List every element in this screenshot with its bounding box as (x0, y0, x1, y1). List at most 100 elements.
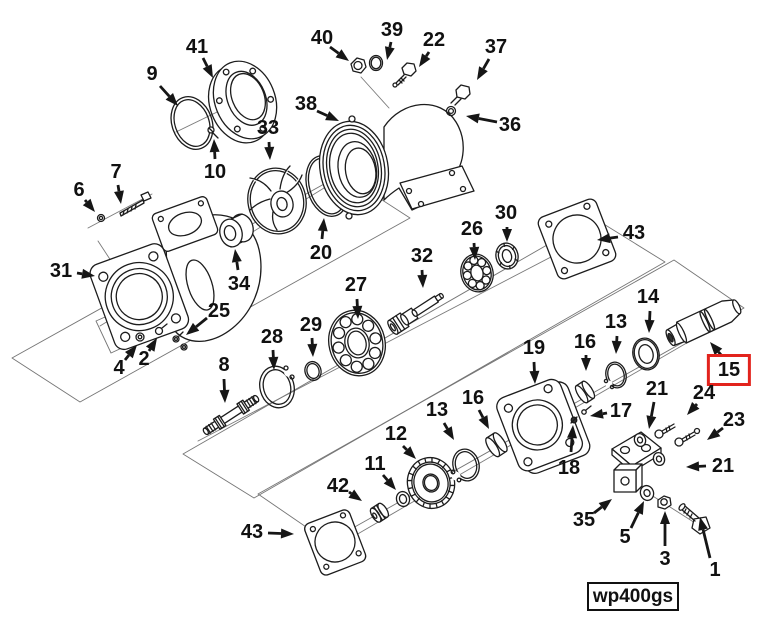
callout-label-18[interactable]: 18 (557, 457, 581, 479)
part-bolt-24 (654, 423, 676, 439)
callout-label-31[interactable]: 31 (49, 260, 73, 282)
panel-middle (182, 217, 666, 499)
callout-arrow-35 (593, 499, 612, 515)
callout-arrow-3 (660, 511, 670, 546)
callout-label-42[interactable]: 42 (326, 475, 350, 497)
callout-label-43b[interactable]: 43 (240, 521, 264, 543)
callout-arrow-30 (502, 227, 512, 242)
callout-label-6[interactable]: 6 (73, 179, 85, 201)
callout-label-20[interactable]: 20 (309, 242, 333, 264)
callout-label-33[interactable]: 33 (256, 117, 280, 139)
callout-arrow-14 (644, 310, 655, 333)
callout-label-27[interactable]: 27 (344, 274, 368, 296)
callout-arrow-5 (629, 501, 644, 529)
callout-label-11[interactable]: 11 (364, 453, 386, 475)
callout-arrow-2 (145, 338, 157, 352)
callout-label-38[interactable]: 38 (294, 93, 318, 115)
callout-arrow-20 (317, 218, 328, 240)
part-gasket-43-top (537, 198, 617, 280)
part-shaft-sleeve-15 (665, 299, 742, 347)
callout-label-32[interactable]: 32 (410, 245, 434, 267)
callout-arrow-16a (581, 355, 591, 371)
part-snap-ring-13-right (603, 361, 627, 390)
callout-arrow-11 (381, 474, 396, 490)
callout-label-22[interactable]: 22 (422, 29, 446, 51)
callout-label-10[interactable]: 10 (203, 161, 227, 183)
callout-label-40[interactable]: 40 (310, 27, 334, 49)
part-washer-21-upper (633, 432, 647, 448)
part-ring-16-mid (485, 432, 508, 458)
callout-label-5[interactable]: 5 (619, 526, 631, 548)
callout-label-21b[interactable]: 21 (711, 455, 735, 477)
part-gear-12 (406, 456, 456, 510)
part-washer-5 (639, 484, 655, 502)
callout-label-15-highlighted[interactable]: 15 (706, 354, 752, 386)
callout-label-16b[interactable]: 16 (461, 387, 485, 409)
callout-arrow-1 (698, 517, 712, 559)
part-inlet-flange (151, 196, 219, 252)
callout-label-9[interactable]: 9 (146, 63, 158, 85)
diagram-code-text: wp400gs (592, 585, 674, 607)
part-oring-29 (304, 360, 322, 382)
callout-label-25[interactable]: 25 (207, 300, 231, 322)
callout-arrow-40 (329, 45, 349, 61)
part-screw-10 (207, 126, 219, 139)
part-shaft-32 (387, 292, 444, 335)
callout-label-29[interactable]: 29 (299, 314, 323, 336)
part-mounting-flange-19 (496, 378, 591, 474)
callout-label-39[interactable]: 39 (380, 19, 404, 41)
callout-label-36[interactable]: 36 (498, 114, 522, 136)
callout-label-4[interactable]: 4 (113, 357, 125, 379)
callout-label-35[interactable]: 35 (572, 509, 596, 531)
part-ring-16-right (574, 380, 596, 404)
callout-arrow-13a (611, 335, 622, 354)
part-bolt-7 (119, 191, 152, 217)
callout-label-34[interactable]: 34 (227, 273, 251, 295)
callout-arrow-12 (402, 445, 416, 459)
callout-label-41[interactable]: 41 (185, 36, 209, 58)
callout-label-2[interactable]: 2 (138, 348, 150, 370)
callout-label-8[interactable]: 8 (218, 354, 230, 376)
diagram-code-label: wp400gs (587, 582, 679, 611)
part-stud-18 (570, 416, 578, 424)
callout-label-16a[interactable]: 16 (573, 331, 597, 353)
callout-label-43a[interactable]: 43 (622, 222, 646, 244)
part-plug-40 (350, 57, 367, 74)
callout-label-17[interactable]: 17 (609, 400, 633, 422)
callout-label-7[interactable]: 7 (110, 161, 122, 183)
callout-label-13a[interactable]: 13 (604, 311, 628, 333)
callout-label-30[interactable]: 30 (494, 202, 518, 224)
callout-arrow-29 (307, 337, 318, 357)
part-oring-9 (170, 96, 214, 150)
callout-arrow-33 (264, 141, 275, 160)
callout-label-28[interactable]: 28 (260, 326, 284, 348)
part-oring-39 (368, 54, 384, 72)
callout-label-24[interactable]: 24 (692, 382, 716, 404)
callout-arrow-31 (76, 268, 95, 279)
callout-arrow-37 (477, 58, 491, 80)
part-plug-37 (450, 84, 471, 106)
callout-label-1[interactable]: 1 (709, 559, 721, 581)
part-bracket-35 (611, 431, 662, 493)
part-impeller-33 (247, 165, 307, 235)
callout-label-37[interactable]: 37 (484, 36, 508, 58)
callout-arrow-6 (82, 198, 95, 212)
callout-label-19[interactable]: 19 (522, 337, 546, 359)
callout-arrow-26 (469, 242, 480, 260)
callout-arrow-43a (597, 233, 619, 244)
callout-arrow-27 (352, 298, 363, 319)
callout-label-13b[interactable]: 13 (425, 399, 449, 421)
callout-label-23[interactable]: 23 (722, 409, 746, 431)
callout-arrow-41 (201, 57, 213, 78)
callout-arrow-21b (686, 461, 707, 472)
callout-arrow-42 (348, 489, 362, 501)
callout-label-14[interactable]: 14 (636, 286, 660, 308)
callout-arrow-34 (231, 249, 242, 271)
callout-label-26[interactable]: 26 (460, 218, 484, 240)
callout-label-3[interactable]: 3 (659, 548, 671, 570)
part-front-flange (89, 243, 190, 351)
callout-label-21a[interactable]: 21 (645, 378, 669, 400)
callout-label-12[interactable]: 12 (384, 423, 408, 445)
callout-arrow-25 (186, 316, 208, 335)
